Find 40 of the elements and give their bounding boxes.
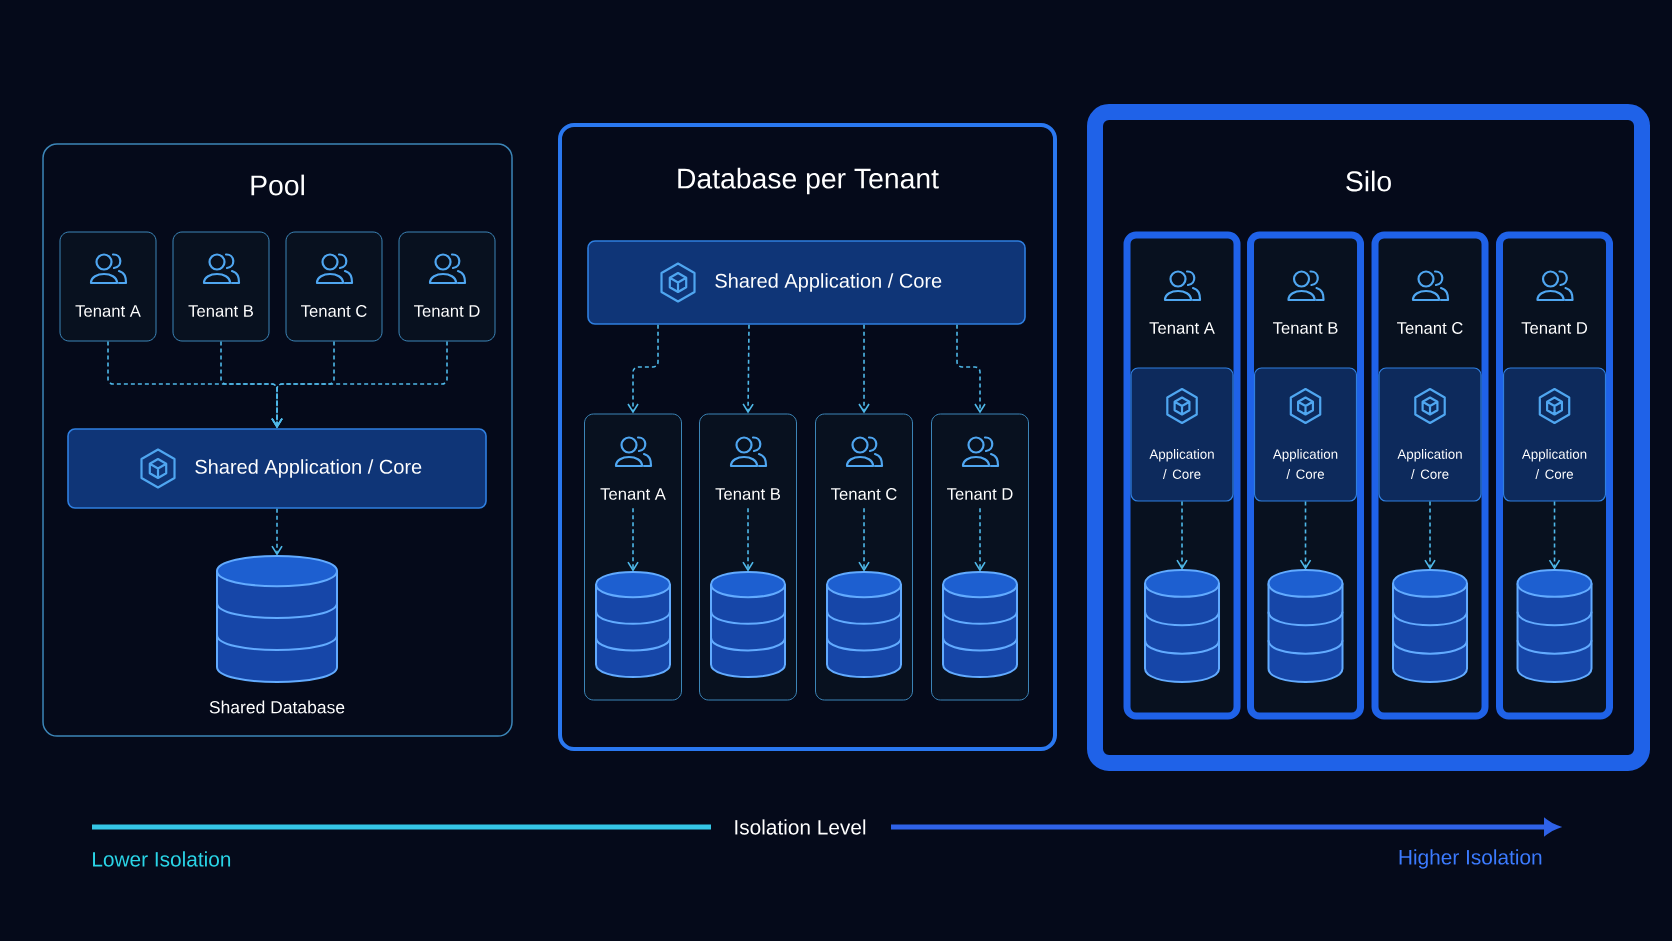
- tenant-card: Tenant C: [285, 231, 383, 342]
- database-icon: [1392, 569, 1468, 683]
- arrow: [858, 507, 870, 572]
- app-box: Application / Core: [1130, 367, 1234, 502]
- arrow: [742, 324, 754, 414]
- arrow: [271, 508, 283, 556]
- database-icon: [826, 571, 902, 678]
- database-icon: [1267, 569, 1344, 683]
- app-box: Application / Core: [1378, 367, 1482, 502]
- tenant-label: Tenant C: [831, 436, 897, 500]
- tenant-label: Tenant B: [715, 436, 780, 500]
- database-label: Shared Database: [209, 700, 345, 714]
- arrow: [627, 324, 659, 414]
- arrow: [271, 340, 448, 429]
- arrow: [858, 324, 870, 414]
- app-bar: Shared Application / Core: [587, 240, 1026, 325]
- tenant-label: Tenant D: [947, 436, 1013, 500]
- database-icon: [595, 571, 671, 678]
- arrow: [742, 507, 754, 572]
- app-box: Application / Core: [1253, 367, 1358, 502]
- database-icon: [710, 571, 786, 678]
- arrow: [956, 324, 986, 414]
- axis-label: Isolation Level: [735, 819, 866, 835]
- arrow: [1299, 500, 1312, 570]
- scale-label: Lower Isolation: [93, 851, 231, 867]
- database-icon: [942, 571, 1018, 678]
- app-bar: Shared Application / Core: [67, 428, 487, 509]
- database-icon: [1144, 569, 1220, 683]
- tenant-label: Tenant A: [600, 436, 666, 500]
- arrow: [1176, 500, 1188, 570]
- arrow: [627, 507, 639, 572]
- tenant-card: Tenant A: [59, 231, 157, 342]
- tenant-card: Tenant B: [172, 231, 270, 342]
- scale-label: Higher Isolation: [1399, 849, 1542, 869]
- database-icon: [1516, 569, 1593, 683]
- app-box: Application / Core: [1502, 367, 1607, 502]
- tenant-card: Tenant D: [398, 231, 496, 342]
- arrow: [1424, 500, 1436, 570]
- arrow: [1548, 500, 1561, 570]
- arrow: [974, 507, 986, 572]
